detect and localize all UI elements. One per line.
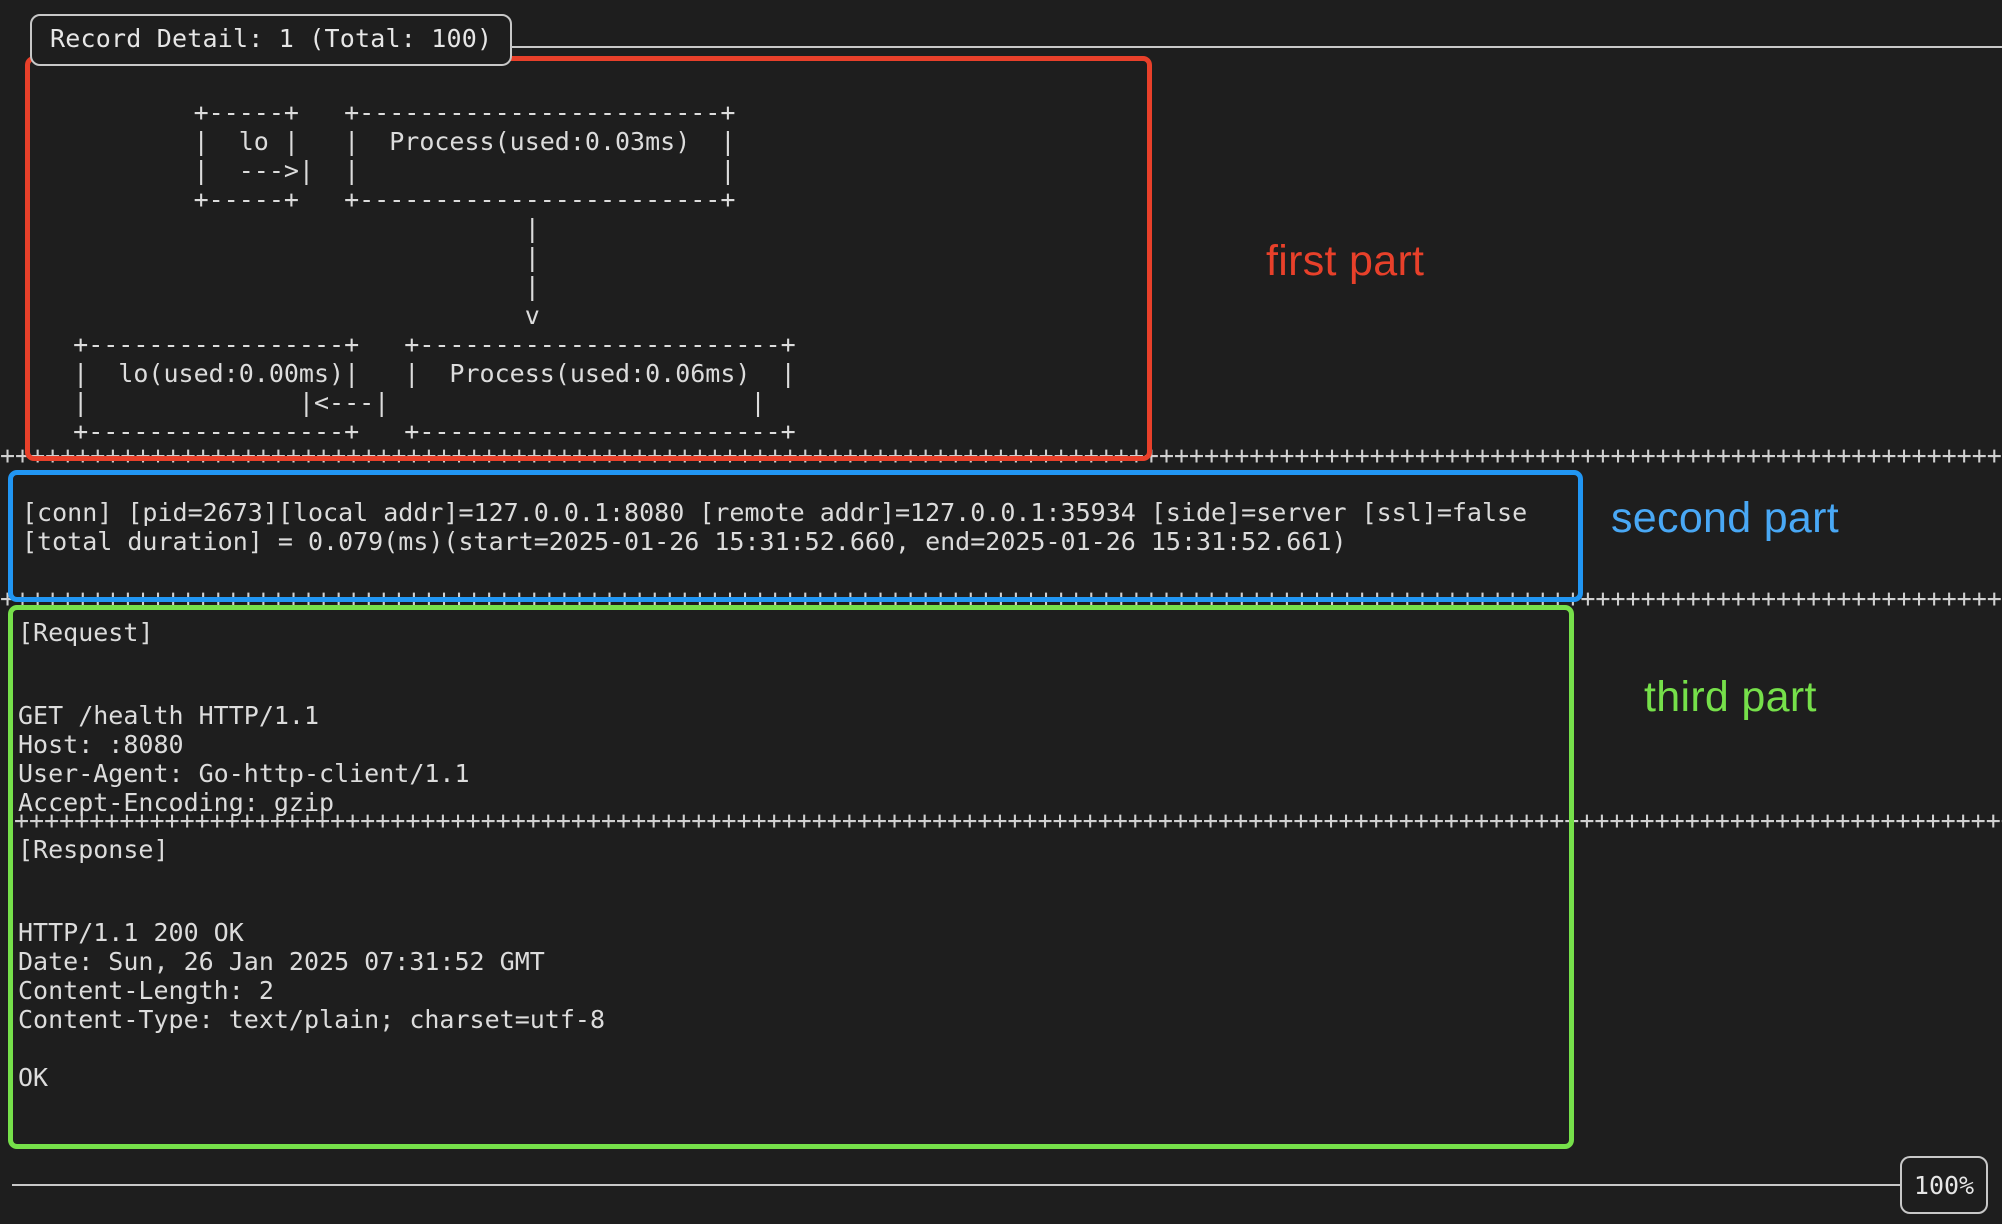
statusbar-rule	[12, 1184, 1906, 1186]
response-body: HTTP/1.1 200 OK Date: Sun, 26 Jan 2025 0…	[18, 918, 605, 1092]
request-spacer	[18, 647, 470, 676]
separator-row-2: ++++++++++++++++++++++++++++++++++++++++…	[0, 588, 2002, 610]
conn-line-duration: [total duration] = 0.079(ms)(start=2025-…	[22, 527, 1347, 556]
conn-line-identity: [conn] [pid=2673][local addr]=127.0.0.1:…	[22, 498, 1528, 527]
connection-summary-block: [conn] [pid=2673][local addr]=127.0.0.1:…	[22, 498, 1527, 556]
request-body: GET /health HTTP/1.1 Host: :8080 User-Ag…	[18, 701, 470, 817]
scroll-percent-indicator: 100%	[1900, 1156, 1988, 1214]
separator-row-3: ++++++++++++++++++++++++++++++++++++++++…	[14, 810, 2002, 832]
request-block: [Request] GET /health HTTP/1.1 Host: :80…	[18, 618, 470, 842]
annotation-label-second-part: second part	[1611, 494, 1840, 542]
ascii-flow-diagram: +-----+ +------------------------+ | lo …	[73, 98, 796, 446]
annotation-label-third-part: third part	[1644, 673, 1817, 721]
annotation-label-first-part: first part	[1266, 237, 1425, 285]
page-title: Record Detail: 1 (Total: 100)	[30, 14, 513, 66]
title-rule	[460, 46, 2002, 48]
response-heading: [Response]	[18, 835, 169, 864]
response-spacer	[18, 864, 605, 893]
request-heading: [Request]	[18, 618, 154, 647]
separator-row-1: ++++++++++++++++++++++++++++++++++++++++…	[0, 445, 2002, 467]
response-block: [Response] HTTP/1.1 200 OK Date: Sun, 26…	[18, 835, 605, 1117]
ascii-diagram-region: +-----+ +------------------------+ | lo …	[28, 57, 1143, 452]
